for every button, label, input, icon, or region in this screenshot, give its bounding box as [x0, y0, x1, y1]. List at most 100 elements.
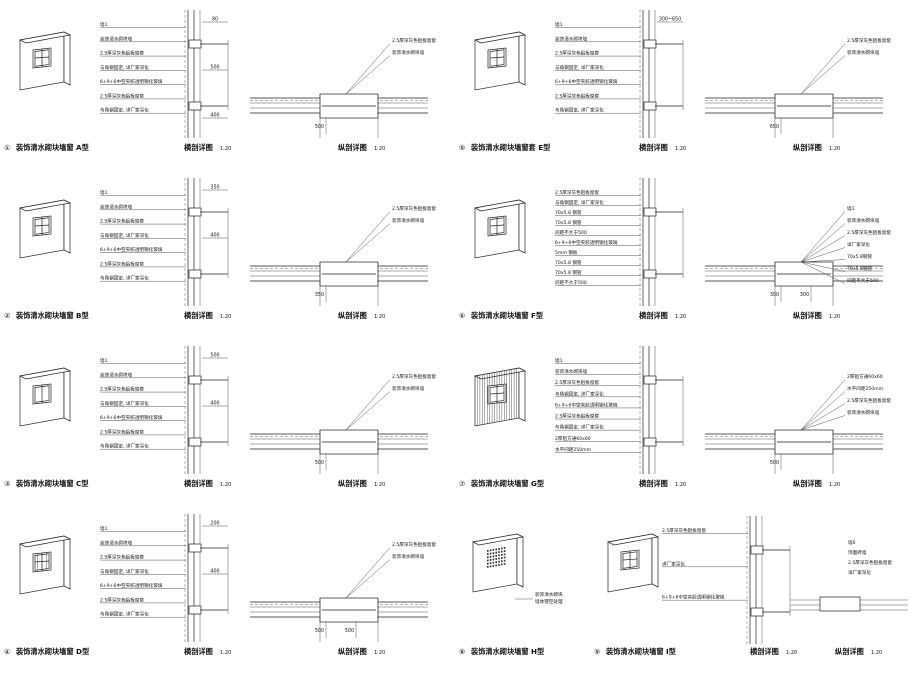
leader-line	[800, 211, 846, 263]
perforation	[498, 560, 500, 563]
perforation	[503, 563, 506, 565]
section-note: 6+9+6中空夹胶透明钢化玻璃	[100, 78, 163, 85]
perforation	[498, 554, 500, 557]
window-glass	[34, 385, 50, 403]
section-note: 2.5厚深灰色铝板窗套	[100, 218, 144, 225]
v-section-scale: 1:20	[374, 482, 385, 488]
perforation	[492, 552, 495, 554]
section-note: 与角钢固定, 详厂家深化	[100, 275, 149, 282]
h-section-scale: 1:20	[220, 482, 231, 488]
section-note: 2.5厚深灰色铝板窗套	[847, 37, 891, 44]
wall-panel-top	[473, 199, 527, 212]
section-note: 装饰清水砌块墙	[100, 35, 133, 42]
panel-number: ⑥	[459, 312, 465, 320]
section-note: 2厚铝方通60x60	[847, 373, 883, 380]
panel-number: ③	[4, 480, 10, 488]
window-transom	[34, 56, 50, 59]
section-note: 详厂家深化	[662, 560, 685, 567]
window-sill	[188, 437, 202, 447]
h-section-title: 横剖详图	[750, 647, 779, 656]
wall-panel-side	[63, 31, 71, 86]
perforation	[492, 558, 495, 561]
leader-line	[800, 235, 846, 263]
window-head	[643, 375, 657, 385]
window-head	[188, 375, 202, 385]
leader-line	[800, 43, 846, 95]
wall-panel-side	[63, 535, 71, 590]
h-section-scale: 1:20	[220, 314, 231, 320]
section-note: 装饰清水砌块墙	[847, 49, 880, 56]
perforation	[489, 552, 492, 555]
section-note: 墙1	[555, 357, 563, 364]
section-note: 2.5厚深灰色铝板窗套	[392, 205, 436, 212]
wall-panel-top	[18, 367, 72, 380]
wall-panel-top	[473, 31, 527, 44]
section-note: 6+9+6中空夹胶透明钢化玻璃	[555, 78, 618, 85]
section-note: 与角钢固定, 详厂家深化	[100, 568, 149, 575]
perforation	[501, 553, 503, 556]
section-note: 70x5.8 钢管	[555, 259, 582, 266]
dimension-text: 80	[212, 17, 218, 23]
section-note: 装饰清水砌块墙	[100, 371, 133, 378]
dimension-text: 400	[210, 401, 219, 407]
window-glass	[489, 217, 505, 235]
wall-panel-side	[518, 199, 526, 254]
perforation	[501, 560, 503, 563]
dimension-text: 500	[315, 628, 324, 634]
section-note: 6+9+6中空夹胶透明钢化玻璃	[555, 239, 618, 246]
panel-number: ⑦	[459, 480, 465, 488]
section-note: 与角钢固定, 详厂家深化	[100, 64, 149, 71]
v-section-scale: 1:20	[374, 146, 385, 152]
window-sill	[188, 269, 202, 279]
panel-title: 装饰清水砌块墙窗 D型	[16, 647, 89, 656]
section-note: 6+9+6中空夹胶透明钢化玻璃	[662, 594, 725, 601]
wall-panel-side	[651, 533, 659, 588]
perforation	[489, 562, 492, 565]
section-note: 2.5厚深灰色铝板窗套	[392, 373, 436, 380]
perforation	[498, 557, 500, 560]
section-note: 装饰清水砌块墙	[392, 217, 425, 224]
v-section-title: 纵剖详图	[793, 479, 822, 488]
section-note: 间距不大于500	[555, 229, 587, 236]
perforation	[498, 564, 500, 566]
perforation	[489, 549, 492, 552]
panel-number: ⑨	[594, 648, 600, 656]
perforation	[492, 555, 495, 558]
leader-line	[345, 391, 391, 431]
v-section-title: 纵剖详图	[338, 647, 367, 656]
section-note: 间距不大于500	[555, 279, 587, 286]
perforation	[492, 549, 495, 551]
perforation	[495, 558, 497, 560]
section-note: 与角钢固定, 详厂家深化	[555, 424, 604, 431]
dimension-text: 400	[210, 113, 219, 119]
h-section-scale: 1:20	[675, 314, 686, 320]
section-note: 间距不大于500	[847, 277, 879, 284]
window-sill	[643, 269, 657, 279]
wall-panel-top	[18, 199, 72, 212]
section-note: 6+9+6中空夹胶透明钢化玻璃	[100, 246, 163, 253]
section-note: 2.5厚深灰色铝板窗套	[100, 554, 144, 561]
panel-number: ①	[4, 144, 10, 152]
perforation	[503, 547, 506, 549]
wall-panel-top	[18, 535, 72, 548]
panel-title: 装饰清水砌块墙窗 F型	[471, 311, 543, 320]
v-section-scale: 1:20	[829, 314, 840, 320]
window-head	[750, 545, 764, 555]
v-section-scale: 1:20	[829, 482, 840, 488]
section-note: 水平间距250mm	[555, 446, 592, 453]
perforation	[492, 561, 495, 564]
dimension-text: 500	[210, 353, 219, 359]
leader-line	[800, 261, 846, 284]
section-note: 2.5厚深灰色铝板窗套	[555, 50, 599, 57]
section-note: 装饰清水砌块	[535, 591, 563, 598]
perforation	[489, 565, 492, 568]
section-note: 墙体镂空处理	[535, 598, 563, 605]
leader-line	[345, 379, 391, 431]
section-note: 墙1	[100, 21, 108, 28]
h-section-title: 横剖详图	[184, 479, 213, 488]
dimension-text: 500	[770, 460, 779, 466]
leader-line	[345, 559, 391, 599]
section-note: 与角钢固定, 详厂家深化	[100, 611, 149, 618]
dimension-text: 200	[210, 521, 219, 527]
